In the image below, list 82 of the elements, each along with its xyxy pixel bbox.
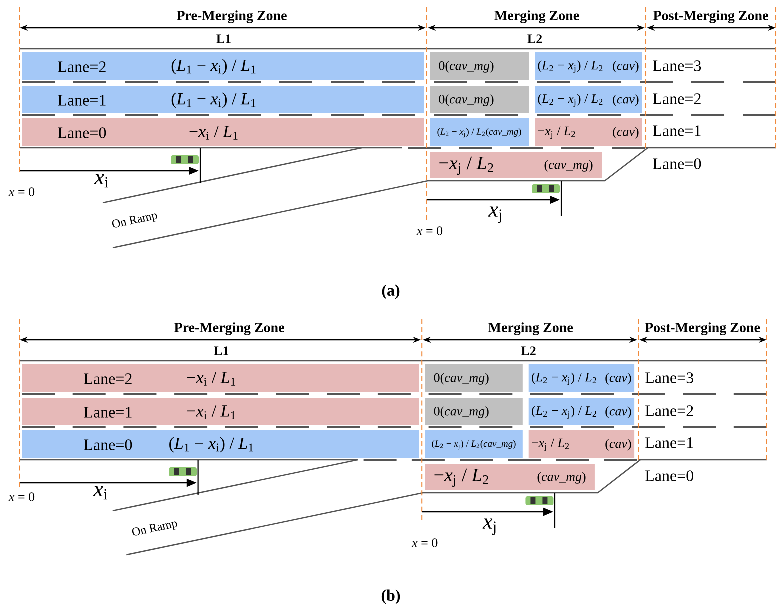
formula-label: (L$_{1}$ − x$_{i}$) / L$_{1}$ (170, 437, 254, 453)
panel-label: (b) (382, 590, 400, 604)
formula-label: (L$_{2}$ − x$_{j}$) / L$_{2}$ (532, 406, 596, 419)
lane-band (22, 364, 420, 392)
formula-label: 0(cav_mg) (434, 373, 489, 385)
lane-label: Lane=2 (646, 406, 694, 416)
formula-label: −x$_{j}$ / L$_{2}$ (538, 126, 576, 140)
lane-band (22, 118, 424, 146)
lane-label: Lane=3 (653, 60, 702, 72)
type-label: (cav_mg) (538, 472, 586, 484)
formula-label: −x$_{j}$ / L$_{2}$ (440, 156, 494, 176)
zone-heading: Merging Zone (494, 10, 580, 24)
lane-segment (535, 86, 642, 113)
lane-segment (528, 364, 635, 392)
zone-heading: Pre-Merging Zone (176, 10, 287, 24)
lane-band (22, 86, 424, 113)
lane-segment (430, 86, 529, 113)
zone-heading: Merging Zone (488, 322, 574, 336)
type-label: (cav) (606, 373, 632, 385)
ramp-label: On Ramp (112, 214, 158, 228)
formula-label: (L$_{2}$ − x$_{j}$) / L$_{2}$ (532, 372, 596, 386)
lane-segment (425, 430, 523, 458)
lane-band (22, 52, 424, 80)
lane-segment (430, 52, 529, 80)
lane-label: Lane=1 (646, 438, 694, 448)
lane-label: Lane=2 (653, 94, 701, 104)
lane-label: Lane=0 (653, 158, 702, 170)
origin-label: x = 0 (412, 538, 438, 548)
type-label: (cav) (613, 61, 639, 73)
lane-segment (535, 118, 642, 146)
formula-label: −x$_{i}$ / L$_{1}$ (188, 372, 236, 386)
formula-label: −x$_{i}$ / L$_{1}$ (190, 126, 238, 140)
lane-label: Lane=2 (84, 374, 132, 384)
zone-heading: Post-Merging Zone (645, 322, 760, 336)
zone-heading: Pre-Merging Zone (174, 322, 284, 336)
lane-label: Lane=0 (58, 128, 106, 138)
lane-segment (425, 364, 523, 392)
formula-label: −x$_{j}$ / L$_{2}$ (434, 468, 488, 488)
lane-label: Lane=0 (84, 440, 132, 450)
ramp-segment (430, 152, 602, 178)
formula-label: (L$_{1}$ − x$_{i}$) / L$_{1}$ (172, 59, 256, 75)
lane-band (22, 430, 420, 458)
lane-label: Lane=3 (646, 372, 694, 384)
type-label: (cav) (606, 406, 632, 418)
type-label: (cav) (606, 439, 632, 451)
panel-label: (a) (382, 284, 400, 300)
formula-label: (L$_{2}$ − x$_{j}$) / L$_{2}$ (538, 60, 603, 74)
type-label: (cav) (613, 127, 639, 139)
formula-label: 0(cav_mg) (439, 61, 494, 73)
length-label: L2 (528, 34, 542, 44)
formula-label: (L$_{2}$ − x$_{j}$) / L$_{2}$ (538, 94, 603, 107)
lane-band (22, 398, 420, 425)
lane-segment (535, 52, 642, 80)
lane-segment (430, 118, 529, 146)
lane-label: Lane=1 (84, 407, 132, 418)
distance-label: x$_{i}$ (94, 174, 108, 188)
type-label: (cav) (613, 94, 639, 106)
lane-label: Lane=1 (653, 126, 701, 136)
lane-label: Lane=1 (58, 95, 106, 106)
formula-label: (L$_{1}$ − x$_{i}$) / L$_{1}$ (172, 92, 256, 108)
lane-label: Lane=2 (58, 62, 106, 72)
origin-label: x = 0 (8, 188, 35, 196)
type-label: (cav_mg) (544, 160, 593, 172)
ramp-label: On Ramp (132, 522, 178, 536)
distance-label: x$_{j}$ (482, 518, 496, 536)
lane-segment (528, 430, 635, 458)
lane-label: Lane=0 (646, 470, 694, 482)
formula-label: 0(cav_mg) (434, 406, 489, 418)
formula-label: (L$_{2}$ − x$_{j}$) / L$_{2}$(cav_mg) (432, 440, 516, 450)
length-label: L2 (521, 346, 536, 356)
lane-segment (528, 398, 635, 425)
origin-label: x = 0 (416, 226, 443, 236)
distance-label: x$_{i}$ (93, 486, 108, 500)
lane-segment (425, 398, 523, 425)
origin-label: x = 0 (8, 492, 35, 502)
formula-label: (L$_{2}$ − x$_{j}$) / L$_{2}$(cav_mg) (438, 128, 522, 138)
formula-label: −x$_{i}$ / L$_{1}$ (188, 406, 236, 420)
formula-label: 0(cav_mg) (439, 94, 494, 106)
ramp-segment (425, 464, 595, 490)
distance-label: x$_{j}$ (488, 206, 502, 224)
formula-label: −x$_{j}$ / L$_{2}$ (532, 438, 570, 452)
zone-heading: Post-Merging Zone (654, 10, 768, 24)
